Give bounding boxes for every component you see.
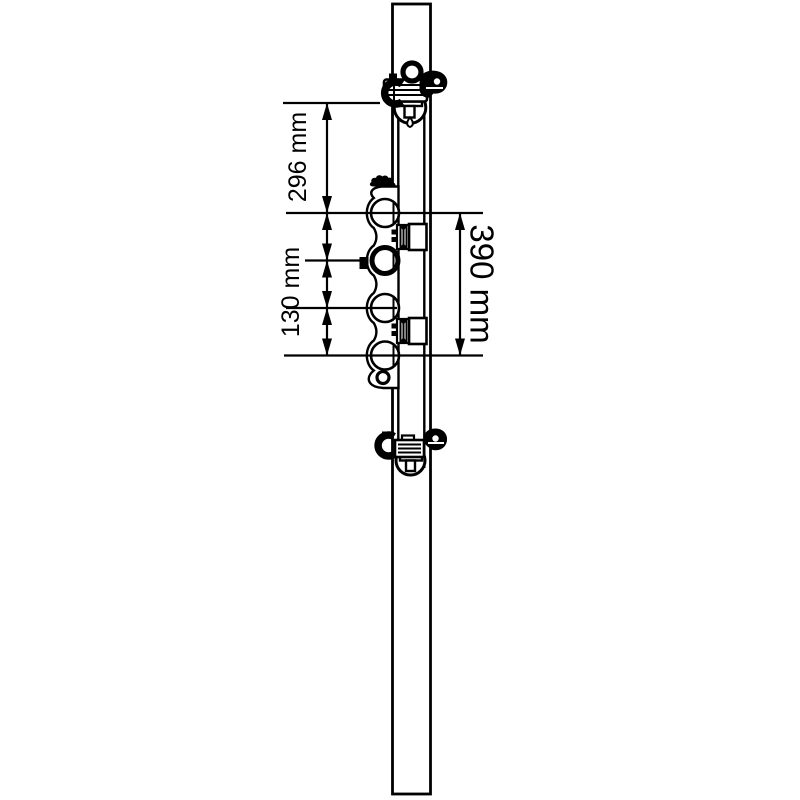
dim-label-390: 390 mm — [464, 224, 501, 343]
bracket-bottom-hole — [375, 369, 391, 386]
top-clamp-eyelet — [400, 60, 424, 84]
top-clamp-teardrop — [406, 115, 414, 129]
bottom-clamp — [374, 428, 448, 477]
bracket-body — [359, 175, 400, 390]
bracket-lever — [369, 175, 396, 187]
top-clamp-lever — [419, 70, 448, 98]
dimension-arrows — [322, 103, 465, 356]
top-clamp — [380, 60, 448, 129]
clamp-block-2 — [391, 316, 428, 346]
dim-label-296: 296 mm — [284, 112, 312, 202]
dim-label-130: 130 mm — [277, 247, 305, 337]
bracket-outline — [365, 185, 400, 390]
top-clamp-left-cap — [380, 78, 405, 108]
bracket-pin-nub — [359, 257, 369, 269]
hole-2-bold — [372, 247, 398, 274]
dimension-labels: 296 mm 130 mm 390 mm — [277, 112, 501, 344]
clamp-block-1 — [391, 222, 428, 252]
